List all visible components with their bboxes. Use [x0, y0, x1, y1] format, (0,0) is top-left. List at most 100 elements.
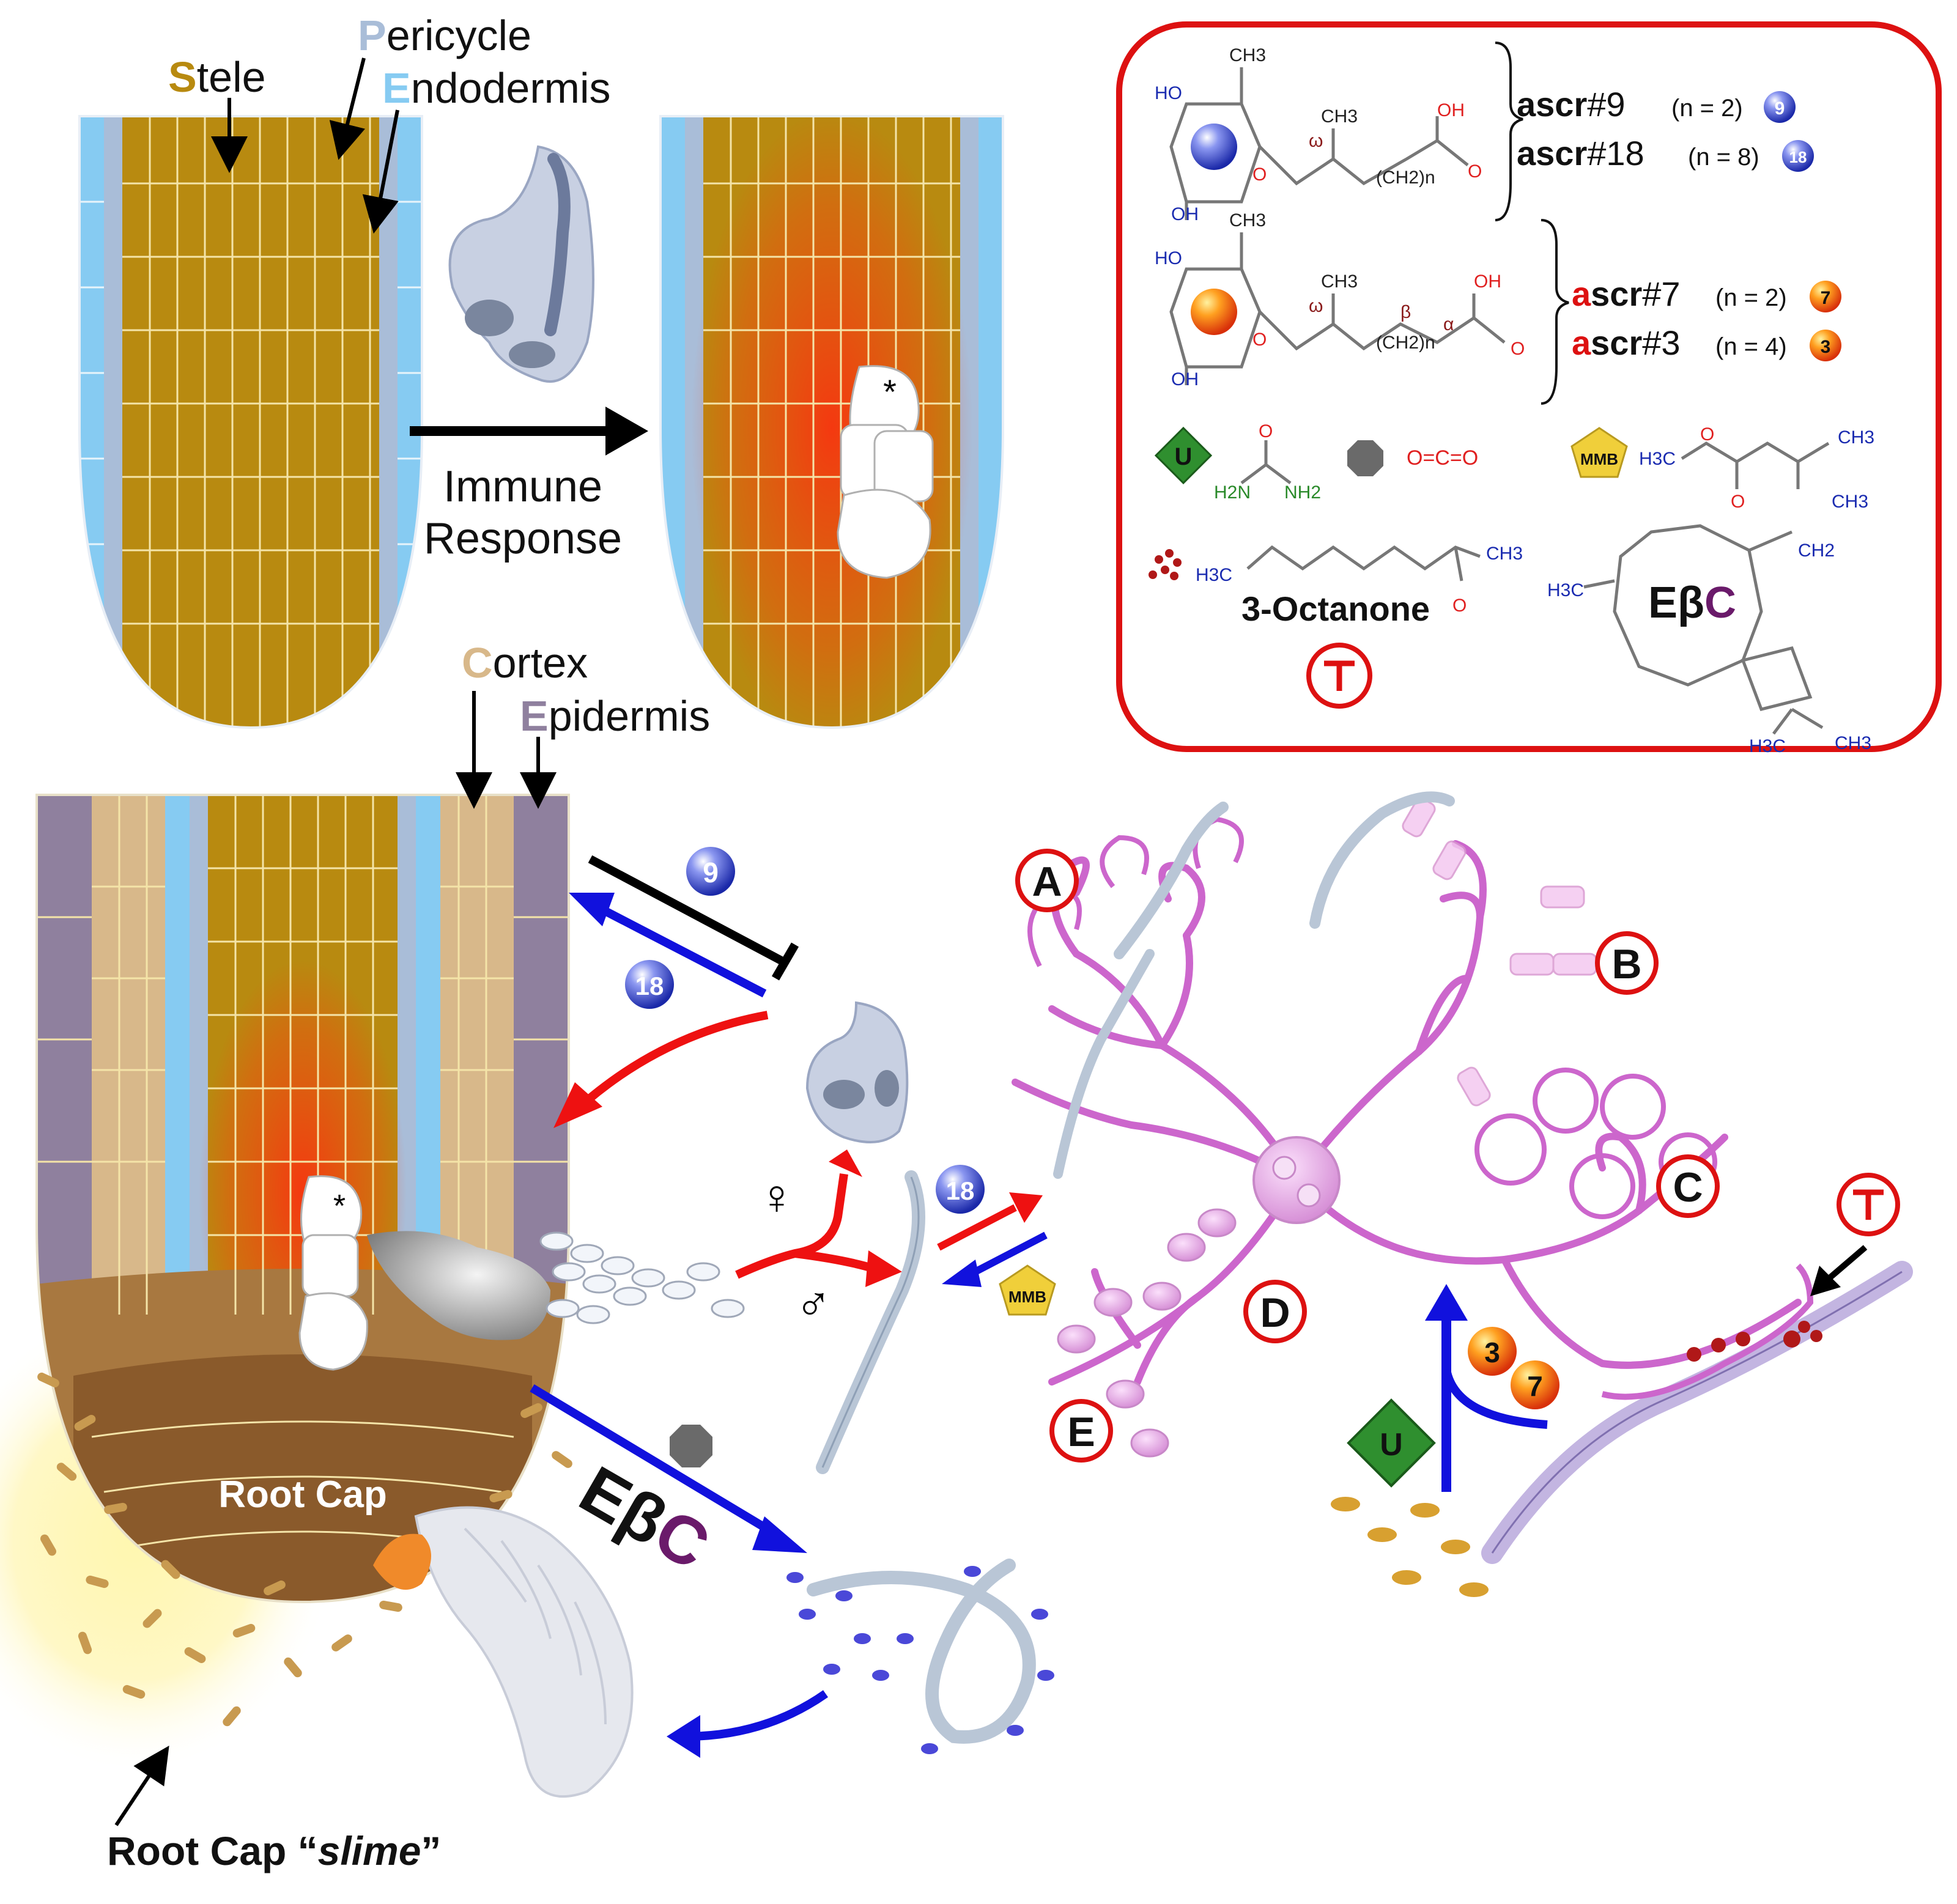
svg-text:α: α — [1443, 314, 1454, 334]
svg-text:U: U — [1175, 443, 1193, 470]
svg-text:O: O — [1252, 330, 1267, 350]
label-b: B — [1595, 931, 1659, 995]
svg-text:9: 9 — [1775, 98, 1785, 119]
svg-text:CH3: CH3 — [1229, 45, 1266, 65]
urea-badge — [1347, 1398, 1436, 1488]
female-nematode-egg-mass — [367, 1231, 745, 1340]
svg-text:MMB: MMB — [1008, 1288, 1046, 1306]
svg-text:3: 3 — [1484, 1337, 1500, 1368]
tissue-labels-bottom: Cortex Epidermis — [456, 639, 710, 809]
svg-text:18: 18 — [1789, 148, 1807, 166]
nematode-trapping-fungus — [1012, 791, 1802, 1458]
root-cap-slime-label: Root Cap “slime” — [107, 1828, 441, 1873]
infection-site-marker-bottom: * — [333, 1189, 346, 1224]
root-cap-slime-cells — [37, 1372, 572, 1727]
parasitic-nematode-juvenile — [805, 1001, 909, 1143]
parasitic-nematode-top — [448, 145, 594, 383]
label-a: A — [1015, 849, 1079, 912]
immune-response-root: * — [659, 115, 1004, 729]
svg-text:7: 7 — [1821, 288, 1831, 308]
svg-text:CH3: CH3 — [1835, 733, 1871, 753]
endodermis-pointer-arrow — [362, 109, 399, 234]
cortex-label: Cortex — [462, 639, 588, 687]
giant-feeding-cells — [837, 365, 934, 579]
svg-text:9: 9 — [703, 857, 719, 888]
svg-text:HO: HO — [1155, 248, 1182, 268]
giant-feeding-cells-bottom — [298, 1175, 368, 1371]
svg-text:CH3: CH3 — [1321, 106, 1358, 127]
svg-text:CH3: CH3 — [1229, 210, 1266, 231]
svg-text:(CH2)n: (CH2)n — [1376, 333, 1435, 353]
ascr3-entry: ascr#3 (n = 4) 3 — [1572, 323, 1841, 362]
ascr18-attraction: 18 — [569, 893, 767, 1009]
ascr18-badge — [625, 960, 674, 1009]
co2-entry: O=C=O — [1347, 440, 1478, 476]
ascr9-badge — [686, 847, 735, 896]
female-symbol: ♀ — [758, 1170, 795, 1224]
ebc-legend-label: EβC — [1648, 578, 1736, 627]
urea-entry: U O H2N NH2 — [1154, 421, 1321, 503]
svg-text:C: C — [1673, 1164, 1703, 1211]
svg-text:O: O — [1259, 421, 1273, 441]
trapped-nematode — [1481, 1173, 1913, 1564]
ascr18-badge-mating — [936, 1165, 985, 1214]
red-attraction-to-root — [553, 1011, 769, 1128]
ascr7-entry: ascr#7 (n = 2) 7 — [1572, 275, 1841, 313]
immune-response-line1: Immune — [443, 462, 602, 511]
immune-response-transition: Immune Response — [410, 407, 648, 563]
stele-label: Stele — [168, 53, 266, 101]
ascr9-inhibition: 9 — [588, 847, 799, 981]
male-female-split: ♀ ♂ — [735, 1149, 902, 1331]
svg-text:U: U — [1380, 1427, 1403, 1463]
octanone-label: 3-Octanone — [1241, 589, 1430, 628]
svg-text:CH3: CH3 — [1486, 544, 1523, 564]
svg-text:H3C: H3C — [1749, 736, 1786, 756]
svg-text:O: O — [1731, 492, 1745, 512]
svg-text:HO: HO — [1155, 83, 1182, 103]
svg-text:(n = 8): (n = 8) — [1688, 144, 1759, 171]
svg-text:18: 18 — [946, 1176, 975, 1205]
ascr9-18-structure: CH3 HO OH O CH3 OH O (CH2)n ω — [1155, 42, 1523, 224]
ascr3-badge — [1468, 1327, 1517, 1376]
svg-text:O: O — [1452, 596, 1467, 616]
ascr18-mmb-exchange: 18 MMB — [936, 1165, 1056, 1316]
fungal-structure-labels: A B C D E — [1015, 849, 1720, 1463]
male-symbol: ♂ — [795, 1277, 832, 1331]
svg-text:CH3: CH3 — [1832, 492, 1868, 512]
healthy-root — [78, 115, 423, 729]
ebc-entry: CH2 H3C H3C CH3 EβC — [1547, 524, 1871, 756]
svg-text:A: A — [1032, 858, 1062, 905]
ascr18-entry: ascr#18 (n = 8) 18 — [1517, 134, 1814, 172]
svg-text:(n = 4): (n = 4) — [1715, 333, 1787, 360]
svg-text:D: D — [1260, 1290, 1290, 1336]
svg-text:H3C: H3C — [1547, 580, 1584, 600]
ascr7-badge — [1511, 1360, 1559, 1409]
svg-text:ω: ω — [1309, 296, 1323, 316]
epidermis-label: Epidermis — [520, 692, 710, 740]
svg-text:CH3: CH3 — [1321, 271, 1358, 292]
svg-text:H3C: H3C — [1639, 449, 1676, 469]
infection-site-marker-top: * — [883, 372, 897, 411]
label-e: E — [1049, 1399, 1113, 1463]
svg-text:7: 7 — [1527, 1370, 1543, 1402]
svg-text:O: O — [1511, 339, 1525, 359]
svg-text:ascr#18: ascr#18 — [1517, 134, 1644, 172]
svg-text:OH: OH — [1171, 369, 1199, 389]
root-cap-slime-pointer — [114, 1746, 169, 1826]
svg-text:MMB: MMB — [1580, 450, 1618, 468]
svg-text:(CH2)n: (CH2)n — [1376, 168, 1435, 188]
ascr7-3-structure: CH3 HO OH O CH3 OH O (CH2)n ω β α — [1155, 210, 1569, 405]
svg-text:OH: OH — [1437, 100, 1465, 120]
return-signal-to-larva — [667, 1690, 829, 1758]
svg-text:H3C: H3C — [1196, 565, 1232, 585]
label-d: D — [1243, 1280, 1307, 1343]
tissue-labels-top: Stele Pericycle Endodermis — [168, 12, 611, 234]
pericycle-pointer-arrow — [329, 57, 366, 160]
mmb-badge — [999, 1264, 1056, 1316]
svg-text:CH2: CH2 — [1798, 541, 1835, 561]
immune-response-line2: Response — [424, 514, 622, 563]
svg-text:ascr#7: ascr#7 — [1572, 275, 1681, 313]
svg-text:O: O — [1252, 164, 1267, 185]
svg-text:ascr#3: ascr#3 — [1572, 323, 1681, 362]
endodermis-label: Endodermis — [382, 64, 611, 112]
